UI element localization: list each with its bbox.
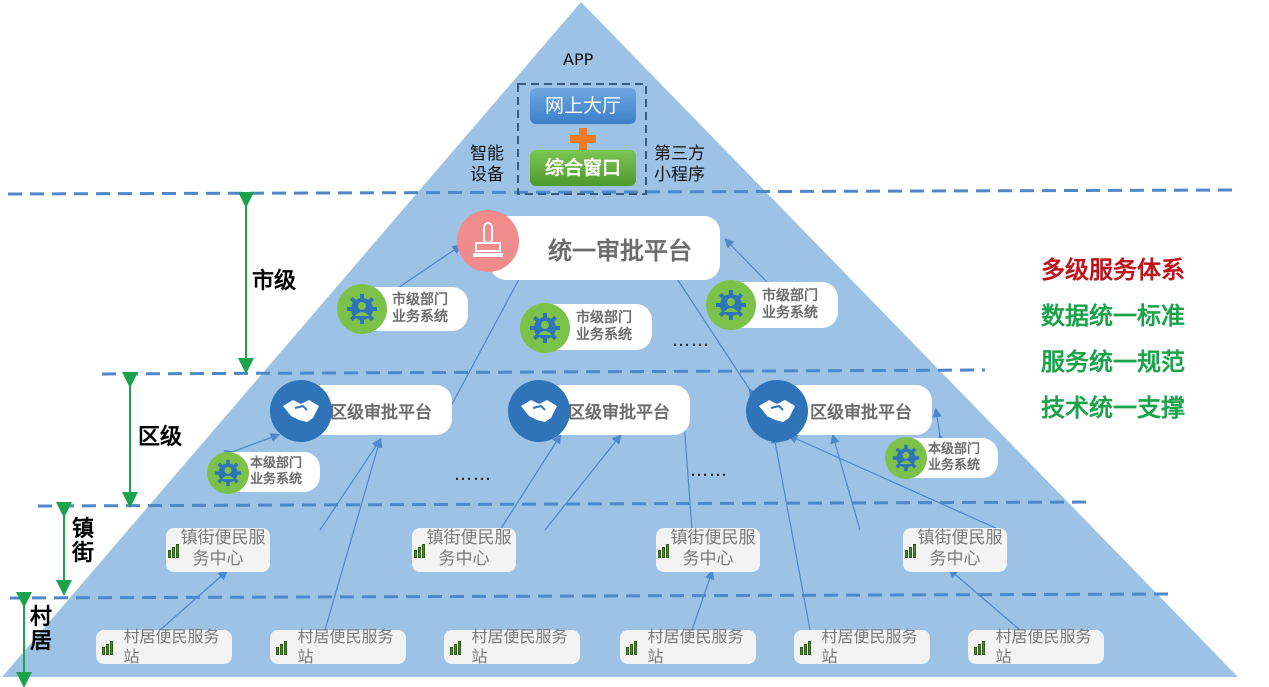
village-station-6-label: 村居便民服务站 <box>995 627 1092 666</box>
district-platform-3-label: 区级审批平台 <box>810 402 912 423</box>
city-dept-system-3-line2: 业务系统 <box>762 305 818 321</box>
town-center-2[interactable]: 镇街便民服 务中心 <box>412 528 516 572</box>
gear-user-icon <box>207 452 249 494</box>
third-party-line2: 小程序 <box>654 165 705 185</box>
gear-user-icon <box>337 284 387 334</box>
village-station-4[interactable]: 村居便民服务站 <box>620 627 756 666</box>
district-ellipsis-2: …… <box>690 460 728 481</box>
divider-village <box>9 592 1171 600</box>
service-window-button[interactable]: 综合窗口 <box>530 150 636 186</box>
town-center-1[interactable]: 镇街便民服 务中心 <box>166 528 270 572</box>
smart-device-line2: 设备 <box>470 165 504 185</box>
level-district-label: 区级 <box>138 425 183 450</box>
building-bars-icon <box>276 639 290 655</box>
district-dept-system-2-line2: 业务系统 <box>928 458 981 473</box>
town-center-1-line1: 镇街便民服 <box>180 528 266 548</box>
building-bars-icon <box>168 542 182 558</box>
handshake-icon <box>508 380 570 442</box>
building-bars-icon <box>974 639 988 655</box>
third-party-label: 第三方 小程序 <box>654 144 705 186</box>
town-center-3-line1: 镇街便民服 <box>670 528 756 548</box>
gear-user-icon <box>885 437 927 479</box>
level-town-char2: 街 <box>72 541 95 567</box>
city-dept-system-1-line2: 业务系统 <box>392 309 448 325</box>
village-station-2-label: 村居便民服务站 <box>297 627 394 666</box>
village-station-1[interactable]: 村居便民服务站 <box>96 627 232 666</box>
divider-city <box>7 188 1233 196</box>
level-village-char1: 村 <box>30 605 53 630</box>
building-bars-icon <box>414 542 428 558</box>
plus-icon <box>570 128 596 150</box>
village-station-3[interactable]: 村居便民服务站 <box>444 627 580 666</box>
third-party-line1: 第三方 <box>654 144 705 164</box>
village-station-6[interactable]: 村居便民服务站 <box>968 627 1104 666</box>
village-station-4-label: 村居便民服务站 <box>647 627 744 666</box>
town-center-2-line2: 务中心 <box>438 549 490 570</box>
town-center-4[interactable]: 镇街便民服 务中心 <box>903 528 1007 572</box>
channel-box <box>517 83 647 195</box>
level-village-char2: 居 <box>30 629 53 655</box>
building-bars-icon <box>800 639 814 655</box>
district-ellipsis-1: …… <box>454 464 492 485</box>
slogan-multi-level: 多级服务体系 <box>1041 256 1185 284</box>
town-center-4-line1: 镇街便民服 <box>917 528 1003 548</box>
village-station-3-label: 村居便民服务站 <box>471 627 568 666</box>
level-city-label: 市级 <box>252 269 297 294</box>
city-dept-system-2-line2: 业务系统 <box>576 327 632 343</box>
town-center-1-line2: 务中心 <box>192 549 244 570</box>
building-bars-icon <box>626 639 640 655</box>
district-platform-2-label: 区级审批平台 <box>568 402 670 423</box>
smart-device-line1: 智能 <box>470 144 504 164</box>
village-station-1-label: 村居便民服务站 <box>123 627 220 666</box>
level-village-label: 村 居 <box>30 605 53 655</box>
city-ellipsis: …… <box>672 330 710 351</box>
slogan-tech-support: 技术统一支撑 <box>1041 394 1185 422</box>
city-dept-system-1-line1: 市级部门 <box>392 292 448 308</box>
unified-approval-platform[interactable]: 统一审批平台 <box>490 216 720 280</box>
slogan-data-standard: 数据统一标准 <box>1041 302 1185 330</box>
town-center-3[interactable]: 镇街便民服 务中心 <box>656 528 760 572</box>
slogan-service-standard: 服务统一规范 <box>1041 348 1185 376</box>
handshake-icon <box>746 380 808 442</box>
building-bars-icon <box>905 542 919 558</box>
city-dept-system-2[interactable]: 市级部门业务系统 <box>534 304 652 350</box>
level-town-char1: 镇 <box>72 517 95 542</box>
village-station-2[interactable]: 村居便民服务站 <box>270 627 406 666</box>
town-center-3-line2: 务中心 <box>682 549 734 570</box>
building-bars-icon <box>450 639 464 655</box>
district-dept-system-1-line2: 业务系统 <box>250 472 303 487</box>
city-dept-system-2-line1: 市级部门 <box>576 310 632 326</box>
town-center-4-line2: 务中心 <box>929 549 981 570</box>
online-hall-button[interactable]: 网上大厅 <box>530 88 636 124</box>
building-bars-icon <box>658 542 672 558</box>
stamp-icon <box>457 210 519 272</box>
village-station-5-label: 村居便民服务站 <box>821 627 918 666</box>
divider-district <box>101 368 986 376</box>
connection-arrows <box>159 238 1021 631</box>
smart-device-label: 智能 设备 <box>470 144 504 186</box>
town-center-2-line1: 镇街便民服 <box>426 528 512 548</box>
app-label: APP <box>563 50 594 69</box>
unified-approval-platform-label: 统一审批平台 <box>548 236 692 265</box>
district-dept-system-1-line1: 本级部门 <box>250 456 303 471</box>
city-dept-system-3-line1: 市级部门 <box>762 288 818 304</box>
gear-user-icon <box>706 280 756 330</box>
village-station-5[interactable]: 村居便民服务站 <box>794 627 930 666</box>
building-bars-icon <box>102 639 116 655</box>
district-platform-1-label: 区级审批平台 <box>330 402 432 423</box>
district-dept-system-2-line1: 本级部门 <box>928 442 981 457</box>
level-town-label: 镇 街 <box>72 517 95 567</box>
handshake-icon <box>270 380 332 442</box>
gear-user-icon <box>520 303 570 353</box>
